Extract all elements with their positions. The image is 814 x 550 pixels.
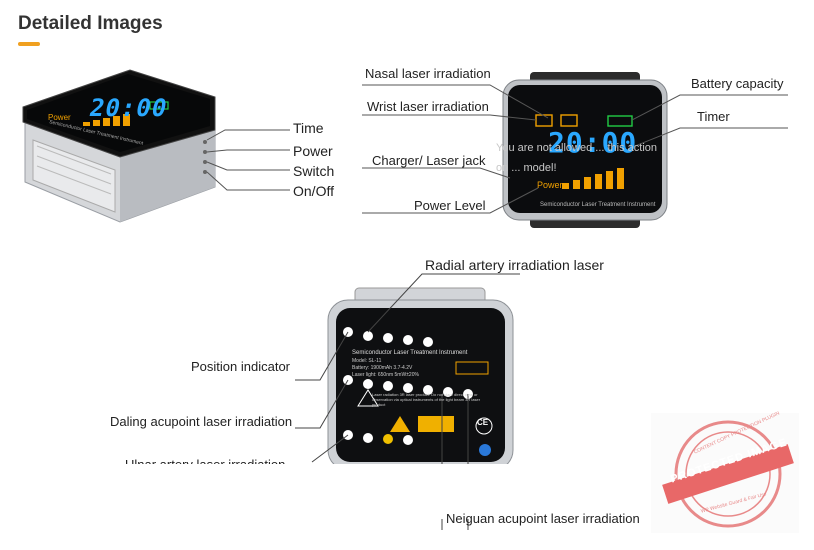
label-wrist: Wrist laser irradiation [367, 99, 489, 114]
title-underline [18, 42, 40, 46]
label-daling: Daling acupoint laser irradiation [110, 414, 293, 429]
label-battery: Battery capacity [691, 76, 784, 91]
label-time: Time [293, 120, 324, 136]
clock-digits-left: 20:00 [87, 94, 171, 122]
label-nasal: Nasal laser irradiation [365, 66, 491, 81]
power-word-left: Power [48, 113, 71, 122]
clock-digits-right: 20:00 [548, 126, 638, 159]
back-plate-battery: Battery: 1900mAh 3.7-4.2V [352, 365, 413, 371]
label-neiguan: Neiguan acupoint laser irradiation [446, 511, 640, 526]
back-plate-warning: Laser radiation 3R laser product. Do not… [372, 392, 481, 407]
label-position: Position indicator [191, 359, 290, 374]
section-title: Detailed Images [18, 13, 163, 34]
label-charger: Charger/ Laser jack [372, 153, 486, 168]
device-top-left-illustration [22, 69, 290, 223]
back-plate-title: Semiconductor Laser Treatment Instrument [352, 350, 468, 356]
label-radial: Radial artery irradiation laser [425, 257, 604, 273]
device-back-illustration [295, 273, 520, 530]
device-top-right-illustration [362, 72, 788, 228]
instrument-name-right: Semiconductor Laser Treatment Instrument [540, 202, 656, 208]
label-timer: Timer [697, 109, 730, 124]
label-onoff: On/Off [293, 183, 334, 199]
label-power: Power [293, 143, 333, 159]
label-power-level: Power Level [414, 198, 486, 213]
back-plate-laser: Laser light: 650nm 5mW±20% [352, 372, 419, 378]
ce-mark: CE [477, 418, 489, 427]
power-word-right: Power [537, 180, 563, 190]
watermark-text: You are not allowed ... this action on .… [496, 142, 658, 174]
back-plate-model: Model: SL-11 [352, 358, 382, 364]
protected-image-stamp [662, 420, 794, 528]
label-switch: Switch [293, 163, 335, 179]
